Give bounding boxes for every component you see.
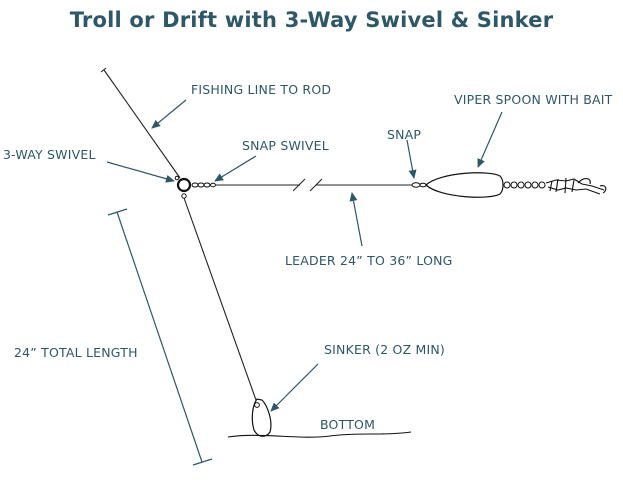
arrow-snap (406, 139, 417, 179)
label-sinker: SINKER (2 OZ MIN) (324, 342, 446, 357)
label-total-length: 24” TOTAL LENGTH (14, 345, 138, 360)
fishing-line (103, 69, 181, 179)
diagram-title: Troll or Drift with 3-Way Swivel & Sinke… (69, 8, 554, 32)
label-snap: SNAP (387, 127, 422, 142)
label-three-way-swivel: 3-WAY SWIVEL (3, 147, 96, 162)
sinker-eye (254, 402, 260, 408)
total-length-bracket (116, 211, 203, 463)
arrow-snap-swivel (214, 155, 257, 182)
bait-hooks (545, 177, 607, 195)
leader-break-1 (292, 178, 306, 192)
arrow-leader (349, 192, 363, 247)
sinker (251, 398, 272, 437)
snap (411, 182, 427, 188)
label-snap-swivel: SNAP SWIVEL (242, 138, 329, 153)
label-bottom: BOTTOM (320, 417, 376, 432)
arrow-viper-spoon (477, 111, 503, 168)
viper-spoon (425, 172, 504, 198)
three-way-swivel-ring (176, 177, 192, 193)
label-leader: LEADER 24” TO 36” LONG (285, 253, 453, 268)
bait-beads (503, 181, 546, 189)
label-viper-spoon: VIPER SPOON WITH BAIT (454, 92, 613, 107)
bottom-line (227, 431, 412, 438)
swivel-upper-eye (174, 175, 180, 181)
swivel-lower-eye (181, 193, 187, 199)
arrow-fishing-line (151, 99, 187, 129)
rod-line-tip (100, 67, 107, 73)
label-fishing-line: FISHING LINE TO ROD (191, 82, 332, 97)
arrow-sinker (270, 363, 319, 412)
snap-swivel (191, 182, 216, 188)
total-length-bracket-bottom (192, 458, 213, 466)
arrow-three-way-swivel (106, 161, 175, 183)
total-length-bracket-top (107, 208, 128, 216)
dropper-line (183, 197, 257, 401)
